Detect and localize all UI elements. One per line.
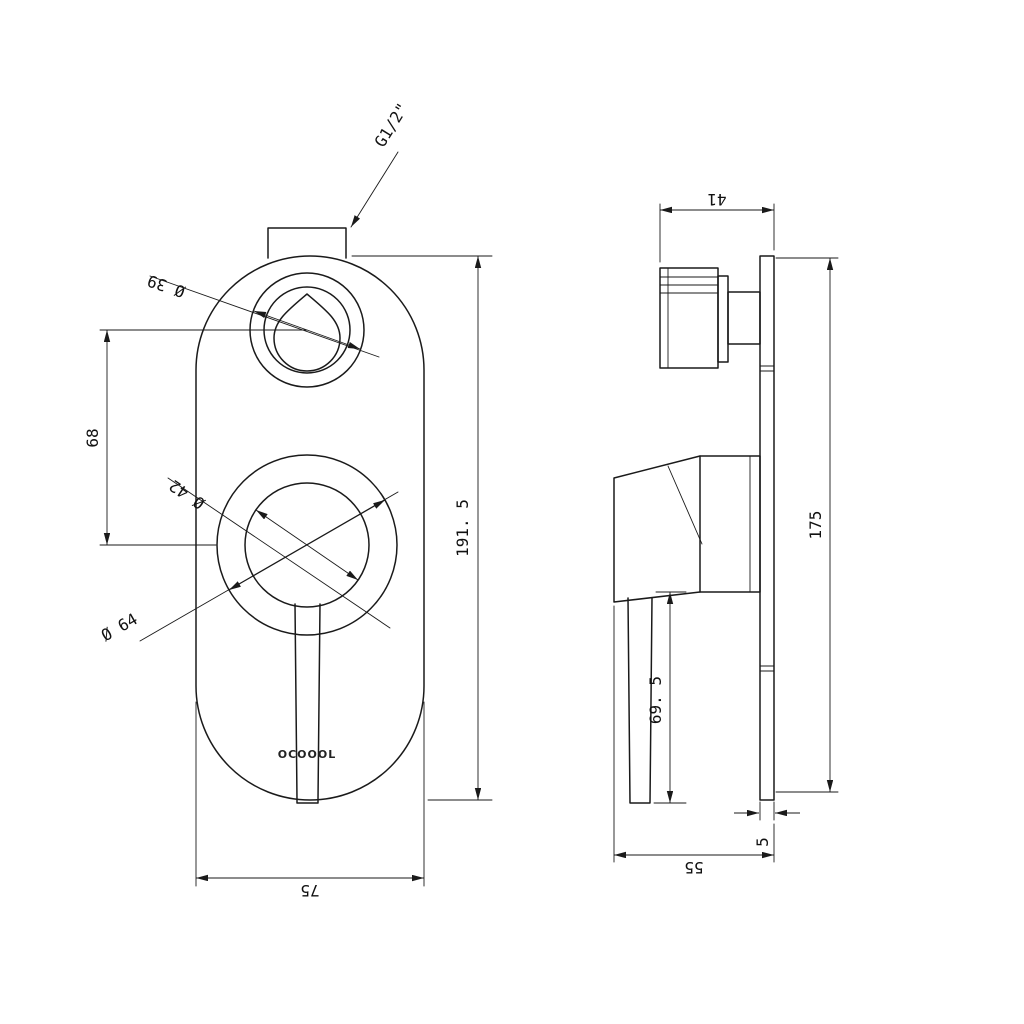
brand-logo: OCOOOL xyxy=(278,748,337,761)
dia64-arrow-right xyxy=(306,499,386,546)
dim1915-label: 191. 5 xyxy=(453,499,472,557)
front-view: Ø 39 Ø 42 Ø 64 OCOOOL 68 191. 5 75 xyxy=(83,100,493,900)
knob-collar xyxy=(717,275,729,363)
dia42-leader-line xyxy=(167,477,391,629)
mixer-cylinder-side xyxy=(699,455,761,593)
dia42-label: Ø 42 xyxy=(166,476,209,513)
thread-connector xyxy=(267,227,347,259)
dim695-label: 69. 5 xyxy=(646,676,665,724)
dim68-label: 68 xyxy=(83,428,102,447)
dia64-label: Ø 64 xyxy=(98,609,141,645)
dia39-arrow-right xyxy=(306,329,361,350)
dim55-label: 55 xyxy=(684,858,703,877)
diverter-knob-side xyxy=(659,267,719,369)
side-plate-outline xyxy=(759,255,775,801)
mixer-outer-circle xyxy=(216,454,398,636)
handle-body-side xyxy=(613,455,701,603)
dia42-arrow-left xyxy=(255,509,308,546)
dim5-label: 5 xyxy=(753,837,772,847)
dia39-arrow-left xyxy=(253,310,308,331)
thread-leader-line xyxy=(350,151,399,228)
lever-handle-front xyxy=(294,603,321,804)
knob-stem xyxy=(727,291,761,345)
thread-label: G1/2" xyxy=(371,100,413,151)
dim75-label: 75 xyxy=(300,881,319,900)
diverter-drop-shape xyxy=(273,293,341,372)
dim41-label: 41 xyxy=(707,190,726,209)
side-view: 41 69. 5 175 5 55 xyxy=(613,190,839,877)
dim175-label: 175 xyxy=(806,511,825,540)
mixer-inner-circle xyxy=(244,482,370,608)
dia39-label: Ø 39 xyxy=(145,271,188,302)
handle-body-taper-line xyxy=(667,465,703,545)
dia42-arrow-right xyxy=(306,544,359,581)
lever-handle-side xyxy=(627,597,653,804)
front-plate-outline xyxy=(195,255,425,801)
dia64-arrow-left xyxy=(228,544,308,591)
